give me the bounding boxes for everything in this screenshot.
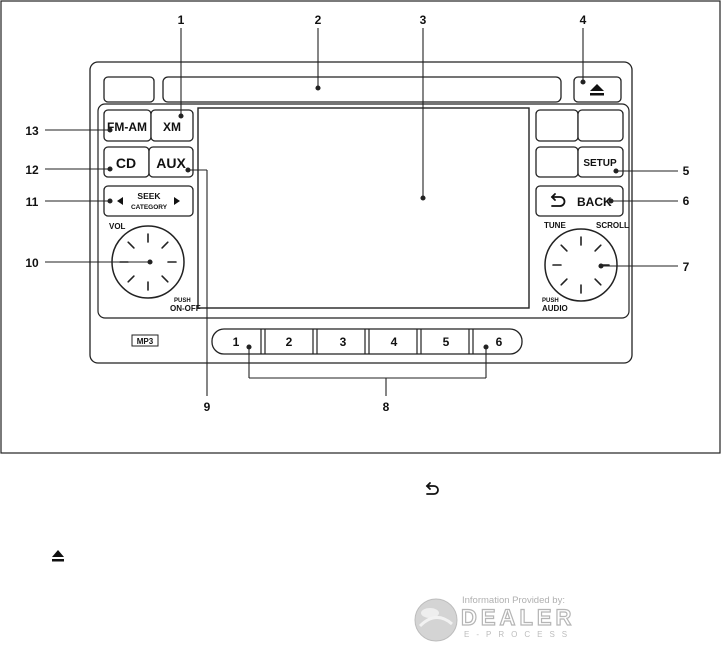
push-label-left: PUSH [174, 298, 191, 304]
cd-slot [162, 76, 562, 103]
push-label-right: PUSH [542, 298, 559, 304]
xm-label: XM [163, 120, 181, 134]
watermark-line1: Information Provided by: [462, 595, 565, 606]
preset-label-4: 4 [391, 335, 398, 349]
callout-13: 13 [25, 124, 39, 138]
top-left-blank-button[interactable] [103, 76, 155, 103]
callout-11: 11 [26, 195, 39, 209]
callout-10: 10 [25, 256, 39, 270]
watermark-brand: DEALER [461, 605, 575, 630]
callout-2: 2 [315, 13, 322, 27]
callout-3: 3 [420, 13, 427, 27]
right-mid-blank-button[interactable] [535, 146, 579, 178]
display-screen [197, 107, 530, 309]
fm-am-label: FM-AM [107, 120, 147, 134]
category-label: CATEGORY [131, 204, 168, 211]
tune-label: TUNE [544, 221, 566, 230]
preset-bar [211, 328, 523, 355]
preset-dividers [260, 329, 474, 354]
scroll-label: SCROLL [596, 221, 629, 230]
dealer-eprocess-watermark: Information Provided by: DEALER E-PROCES… [414, 595, 575, 642]
preset-label-3: 3 [340, 335, 347, 349]
callout-1: 1 [178, 13, 185, 27]
triangle-right-icon [174, 197, 180, 205]
right-top-right-button[interactable] [577, 109, 624, 142]
triangle-left-icon [117, 197, 123, 205]
callout-5: 5 [683, 164, 690, 178]
cd-label: CD [116, 155, 136, 171]
mp3-label: MP3 [137, 337, 154, 346]
tune-knob-ticks [552, 236, 610, 294]
preset-label-2: 2 [286, 335, 293, 349]
callout-9: 9 [204, 400, 211, 414]
eject-icon [52, 550, 64, 562]
leader-lines [45, 28, 678, 396]
seek-label: SEEK [137, 191, 161, 201]
watermark-tagline: E-PROCESS [464, 630, 574, 639]
volume-knob-ticks [119, 233, 177, 291]
aux-label: AUX [156, 155, 186, 171]
setup-label: SETUP [583, 158, 617, 169]
back-label: BACK [577, 195, 612, 209]
setup-button[interactable] [577, 146, 624, 178]
callout-12: 12 [25, 163, 39, 177]
right-top-left-button[interactable] [535, 109, 579, 142]
callout-4: 4 [580, 13, 587, 27]
vol-label: VOL [109, 222, 126, 231]
back-arrow-icon [550, 193, 566, 207]
globe-logo-icon [414, 598, 458, 642]
callout-7: 7 [683, 260, 690, 274]
callout-6: 6 [683, 194, 690, 208]
preset-label-6: 6 [496, 335, 503, 349]
preset-label-1: 1 [233, 335, 240, 349]
eject-icon [590, 84, 604, 96]
preset-label-5: 5 [443, 335, 450, 349]
back-arrow-icon [425, 482, 439, 495]
mp3-badge [131, 334, 159, 347]
callout-8: 8 [383, 400, 390, 414]
on-off-label: ON-OFF [170, 304, 201, 313]
aux-button[interactable] [148, 146, 194, 178]
audio-label: AUDIO [542, 304, 568, 313]
